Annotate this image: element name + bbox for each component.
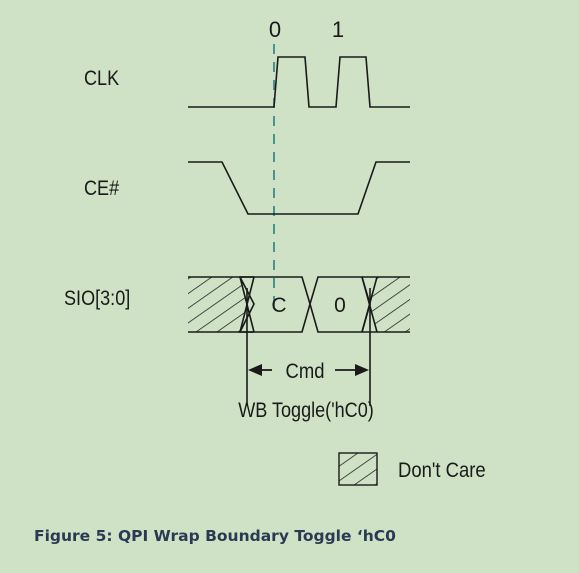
- figure-caption: Figure 5: QPI Wrap Boundary Toggle ‘hC0: [34, 527, 396, 545]
- sio-dont-care-left: [188, 277, 247, 332]
- legend-dont-care-swatch: [338, 452, 378, 486]
- cmd-arrow-left-head: [248, 364, 262, 376]
- clock-index-1: 1: [332, 17, 344, 42]
- clock-index-0: 0: [269, 17, 281, 42]
- bus-value-c: C: [271, 294, 286, 317]
- command-name-label: WB Toggle('hC0): [238, 399, 374, 423]
- cmd-label: Cmd: [286, 360, 325, 383]
- clk-signal-label: CLK: [84, 67, 120, 90]
- ce-signal-label: CE#: [84, 177, 120, 200]
- legend-dont-care-label: Don't Care: [398, 459, 486, 482]
- cmd-arrow-right-head: [355, 364, 369, 376]
- sio-dont-care-right: [370, 277, 410, 332]
- bus-value-0: 0: [334, 294, 346, 317]
- sio-signal-label: SIO[3:0]: [64, 287, 131, 310]
- clk-waveform: [188, 56, 410, 108]
- ce-waveform: [188, 161, 410, 215]
- sio-cell-c: [238, 276, 311, 333]
